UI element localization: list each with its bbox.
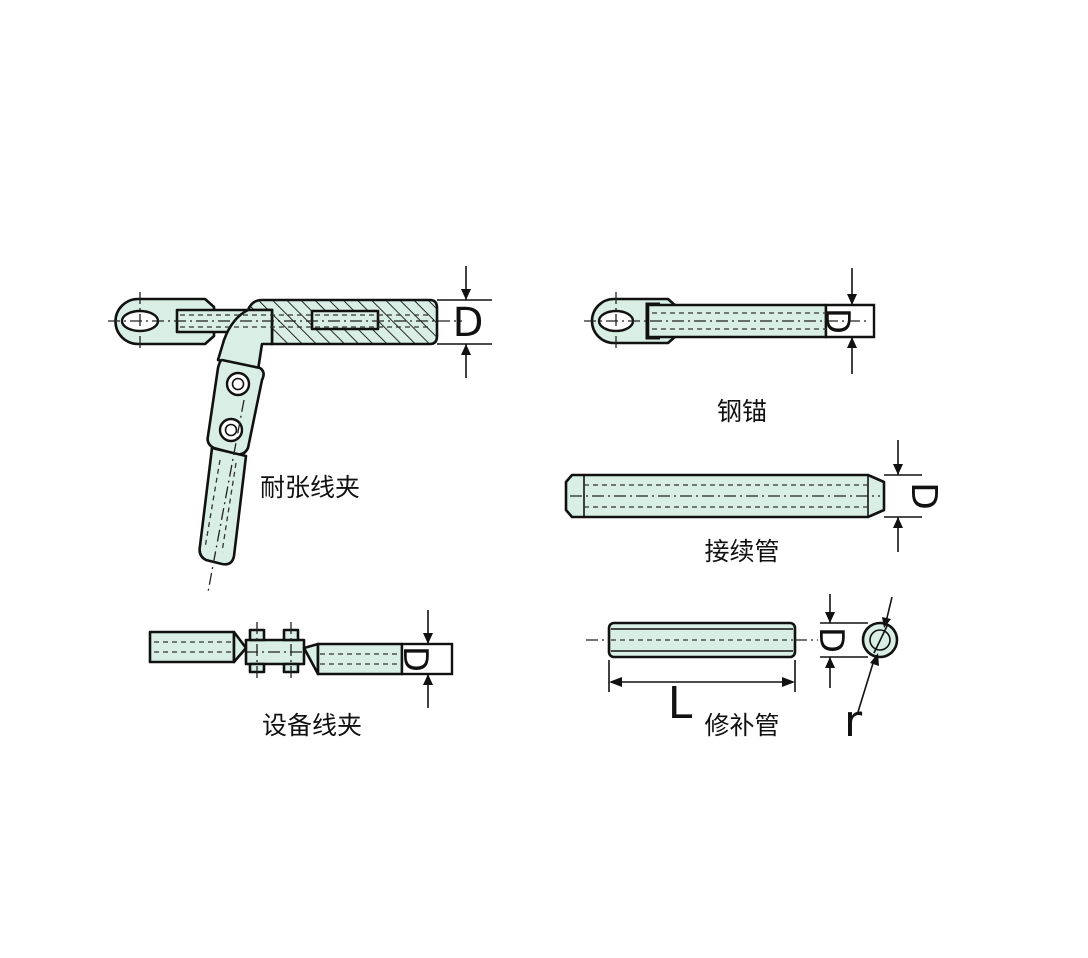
terminal-left-taper <box>232 630 248 664</box>
repair-l-label: L <box>668 678 693 729</box>
bolt-upper-inner <box>231 377 245 391</box>
terminal-right-taper <box>302 642 320 676</box>
bolt-lower-inner <box>224 423 238 437</box>
repair-sleeve-figure: L D r 修补管 <box>586 594 899 747</box>
caption-terminal-clamp: 设备线夹 <box>262 711 362 740</box>
core-insert <box>310 309 380 331</box>
terminal-clamp-figure: D 设备线夹 <box>148 610 454 740</box>
jumper-tube <box>198 446 248 566</box>
caption-steel-anchor: 钢锚 <box>717 397 767 426</box>
repair-d-label: D <box>811 627 851 653</box>
caption-repair-sleeve: 修补管 <box>704 711 779 740</box>
caption-tension-clamp: 耐张线夹 <box>260 473 360 502</box>
terminal-end <box>400 642 454 676</box>
caption-splice-sleeve: 接续管 <box>704 537 779 566</box>
splice-sleeve-figure: D 接续管 <box>564 440 944 566</box>
anchor-d-label: D <box>817 308 857 334</box>
splice-d-label: D <box>903 482 944 510</box>
tension-clamp-figure: D 耐张线夹 <box>108 266 492 593</box>
bolt-lower <box>218 417 244 443</box>
repair-r-label: r <box>844 696 863 747</box>
terminal-left-tube <box>148 630 236 664</box>
bolt-upper <box>225 371 251 397</box>
repair-inner-circle <box>869 629 891 651</box>
terminal-right-tube <box>316 642 404 676</box>
drop-arm <box>216 308 274 372</box>
tension-clamp-d-label: D <box>453 300 484 346</box>
terminal-d-label: D <box>395 646 435 672</box>
steel-anchor-figure: D 钢锚 <box>584 268 876 426</box>
